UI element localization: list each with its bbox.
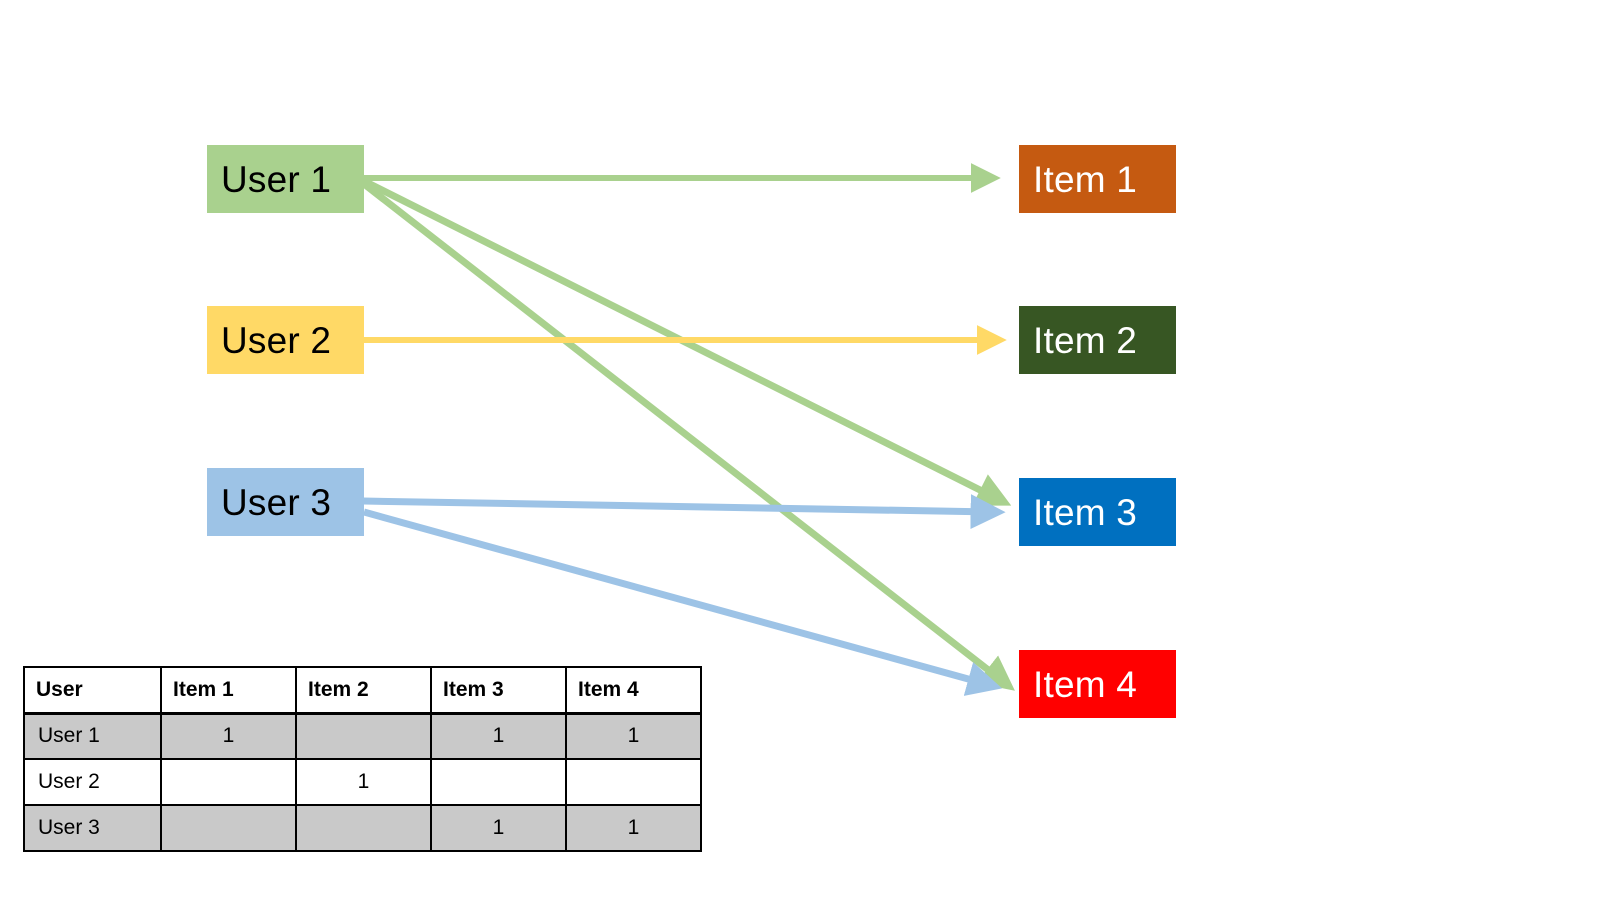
node-item3[interactable]: Item 3: [1019, 478, 1176, 546]
node-item4-label: Item 4: [1033, 663, 1138, 705]
matrix-table: User Item 1 Item 2 Item 3 Item 4 User 1 …: [23, 666, 702, 852]
node-user2[interactable]: User 2: [207, 306, 364, 374]
matrix-header-item1: Item 1: [160, 666, 297, 715]
matrix-cell-user3-item4: 1: [565, 804, 702, 852]
matrix-header-item2: Item 2: [295, 666, 432, 715]
node-user1[interactable]: User 1: [207, 145, 364, 213]
matrix-cell-user3-item3: 1: [430, 804, 567, 852]
node-user2-label: User 2: [221, 319, 332, 361]
node-item1-label: Item 1: [1033, 158, 1138, 200]
node-user3[interactable]: User 3: [207, 468, 364, 536]
matrix-header-row: User Item 1 Item 2 Item 3 Item 4: [23, 666, 702, 715]
table-row: User 2 1: [23, 758, 702, 806]
edge-user3-item3: [362, 494, 1006, 530]
table-row: User 1 1 1 1: [23, 712, 702, 760]
matrix-header-item3: Item 3: [430, 666, 567, 715]
node-item2-label: Item 2: [1033, 319, 1138, 361]
node-item1[interactable]: Item 1: [1019, 145, 1176, 213]
edge-user3-item4: [363, 508, 1003, 696]
matrix-header-user: User: [23, 666, 162, 715]
matrix-cell-user2-item3: [430, 758, 567, 806]
node-item3-label: Item 3: [1033, 491, 1138, 533]
matrix-cell-user3-item1: [160, 804, 297, 852]
matrix-cell-user2-item1: [160, 758, 297, 806]
node-user1-label: User 1: [221, 158, 332, 200]
table-row: User 3 1 1: [23, 804, 702, 852]
matrix-cell-user1-item4: 1: [565, 712, 702, 760]
matrix-header-item4: Item 4: [565, 666, 702, 715]
node-user3-label: User 3: [221, 481, 332, 523]
edge-user1-item4: [361, 181, 1015, 691]
matrix-cell-user3-item2: [295, 804, 432, 852]
interaction-matrix: User Item 1 Item 2 Item 3 Item 4 User 1 …: [23, 666, 702, 852]
matrix-row-label-user1: User 1: [23, 712, 162, 760]
node-item4[interactable]: Item 4: [1019, 650, 1176, 718]
matrix-cell-user2-item4: [565, 758, 702, 806]
matrix-row-label-user3: User 3: [23, 804, 162, 852]
matrix-cell-user1-item2: [295, 712, 432, 760]
matrix-cell-user1-item3: 1: [430, 712, 567, 760]
node-item2[interactable]: Item 2: [1019, 306, 1176, 374]
matrix-row-label-user2: User 2: [23, 758, 162, 806]
matrix-cell-user2-item2: 1: [295, 758, 432, 806]
matrix-cell-user1-item1: 1: [160, 712, 297, 760]
